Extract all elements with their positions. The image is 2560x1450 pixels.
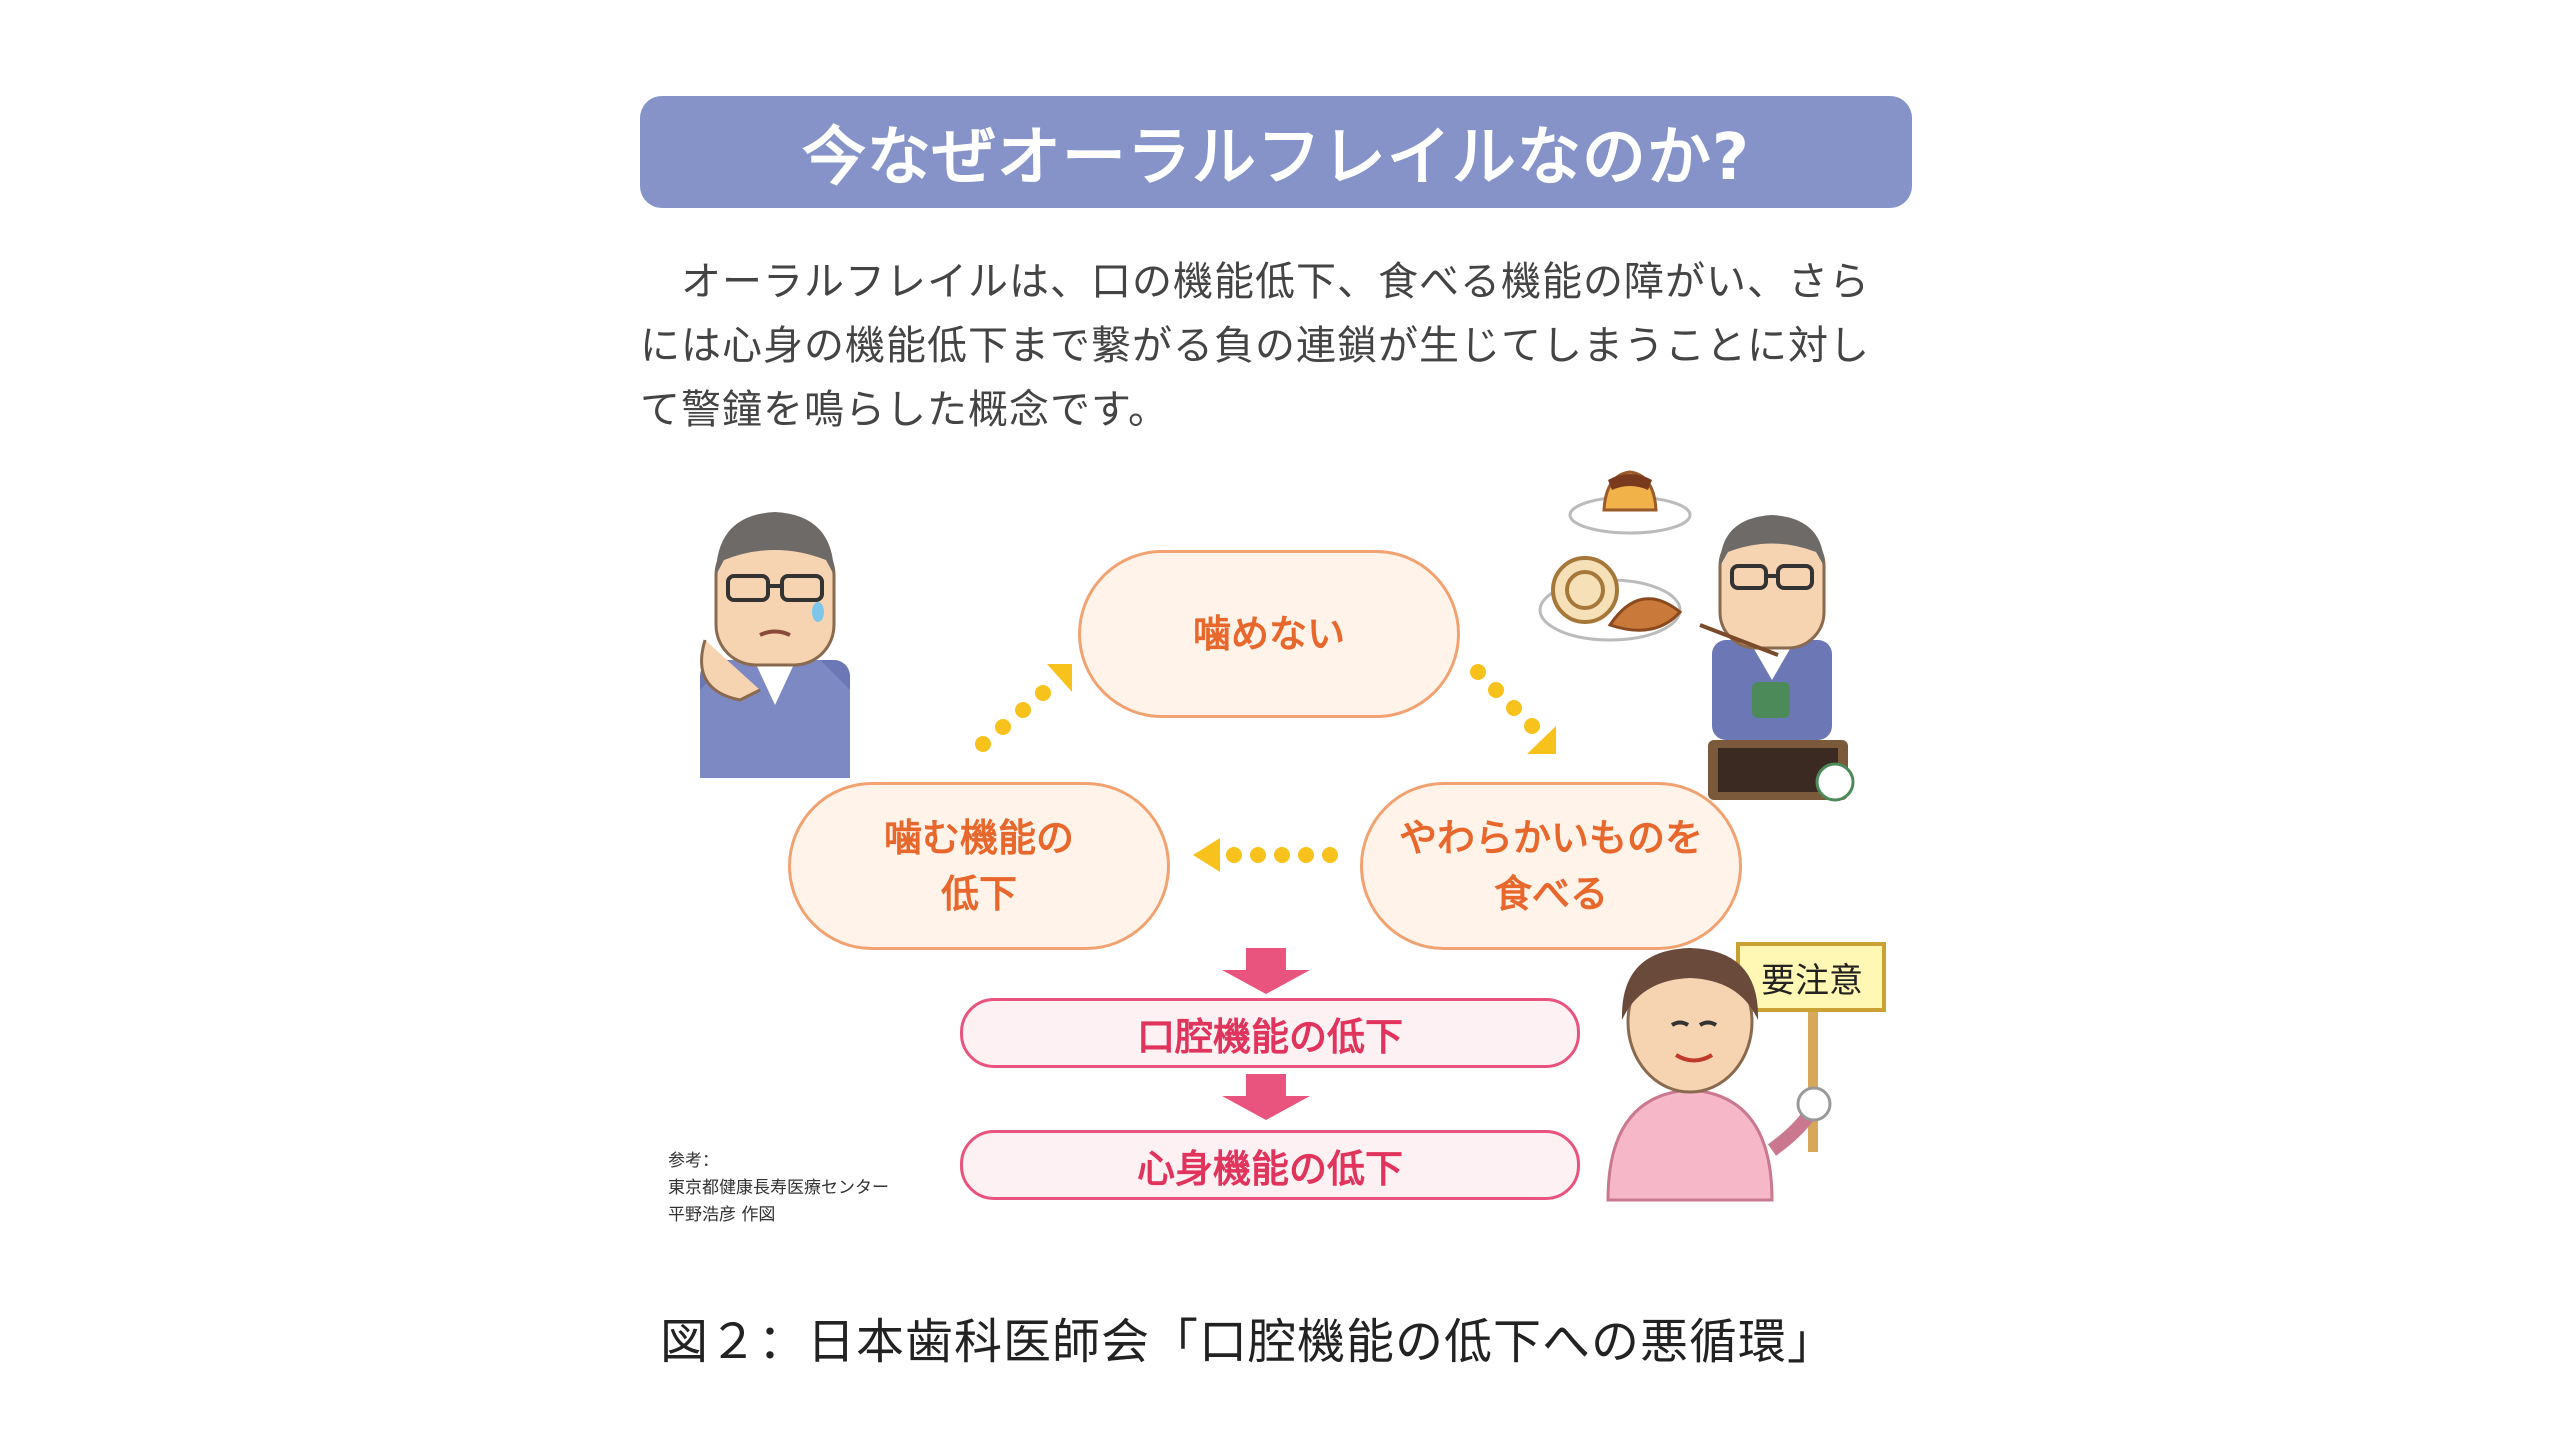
- cycle-right-pill: やわらかいものを 食べる: [1360, 782, 1742, 950]
- title-banner: 今なぜオーラルフレイルなのか?: [640, 96, 1912, 208]
- dotted-arrow-left-to-top: [975, 664, 1072, 752]
- outcome-mind-body-label: 心身機能の低下: [1136, 1146, 1403, 1191]
- down-arrow-1: [1222, 948, 1310, 994]
- outcome-mind-body-box: 心身機能の低下: [960, 1130, 1580, 1200]
- man-eating-illustration: [1538, 470, 1855, 802]
- dotted-arrow-top-to-right: [1470, 664, 1556, 754]
- title-text: 今なぜオーラルフレイルなのか?: [801, 121, 1751, 195]
- outcome-oral-function-label: 口腔機能の低下: [1136, 1014, 1403, 1059]
- intro-line: オーラルフレイルは、口の機能低下、食べる機能の障がい、さら: [640, 259, 1870, 305]
- caution-sign: 要注意: [1744, 948, 1880, 1006]
- intro-line: て警鐘を鳴らした概念です。: [640, 387, 1169, 433]
- cycle-top-label: 噛めない: [1192, 612, 1345, 656]
- cycle-top-pill: 噛めない: [1078, 550, 1460, 718]
- cycle-left-pill: 噛む機能の 低下: [788, 782, 1170, 950]
- source-credit: 参考： 東京都健康長寿医療センター 平野浩彦 作図: [668, 1151, 889, 1225]
- cycle-right-label: やわらかいものを 食べる: [1398, 816, 1703, 916]
- figure-caption: 図２：日本歯科医師会「口腔機能の低下への悪循環」: [660, 1314, 1837, 1370]
- intro-paragraph: オーラルフレイルは、口の機能低下、食べる機能の障がい、さら には心身の機能低下ま…: [640, 250, 1920, 442]
- nurse-illustration: [1606, 942, 1886, 1202]
- outcome-oral-function-box: 口腔機能の低下: [960, 998, 1580, 1068]
- intro-line: には心身の機能低下まで繋がる負の連鎖が生じてしまうことに対し: [640, 323, 1870, 369]
- down-arrow-2: [1222, 1074, 1310, 1120]
- worried-man-illustration: [700, 512, 850, 778]
- dotted-arrow-right-to-left: [1193, 838, 1338, 872]
- caution-sign-label: 要注意: [1761, 960, 1863, 1001]
- cycle-left-label: 噛む機能の 低下: [883, 816, 1074, 916]
